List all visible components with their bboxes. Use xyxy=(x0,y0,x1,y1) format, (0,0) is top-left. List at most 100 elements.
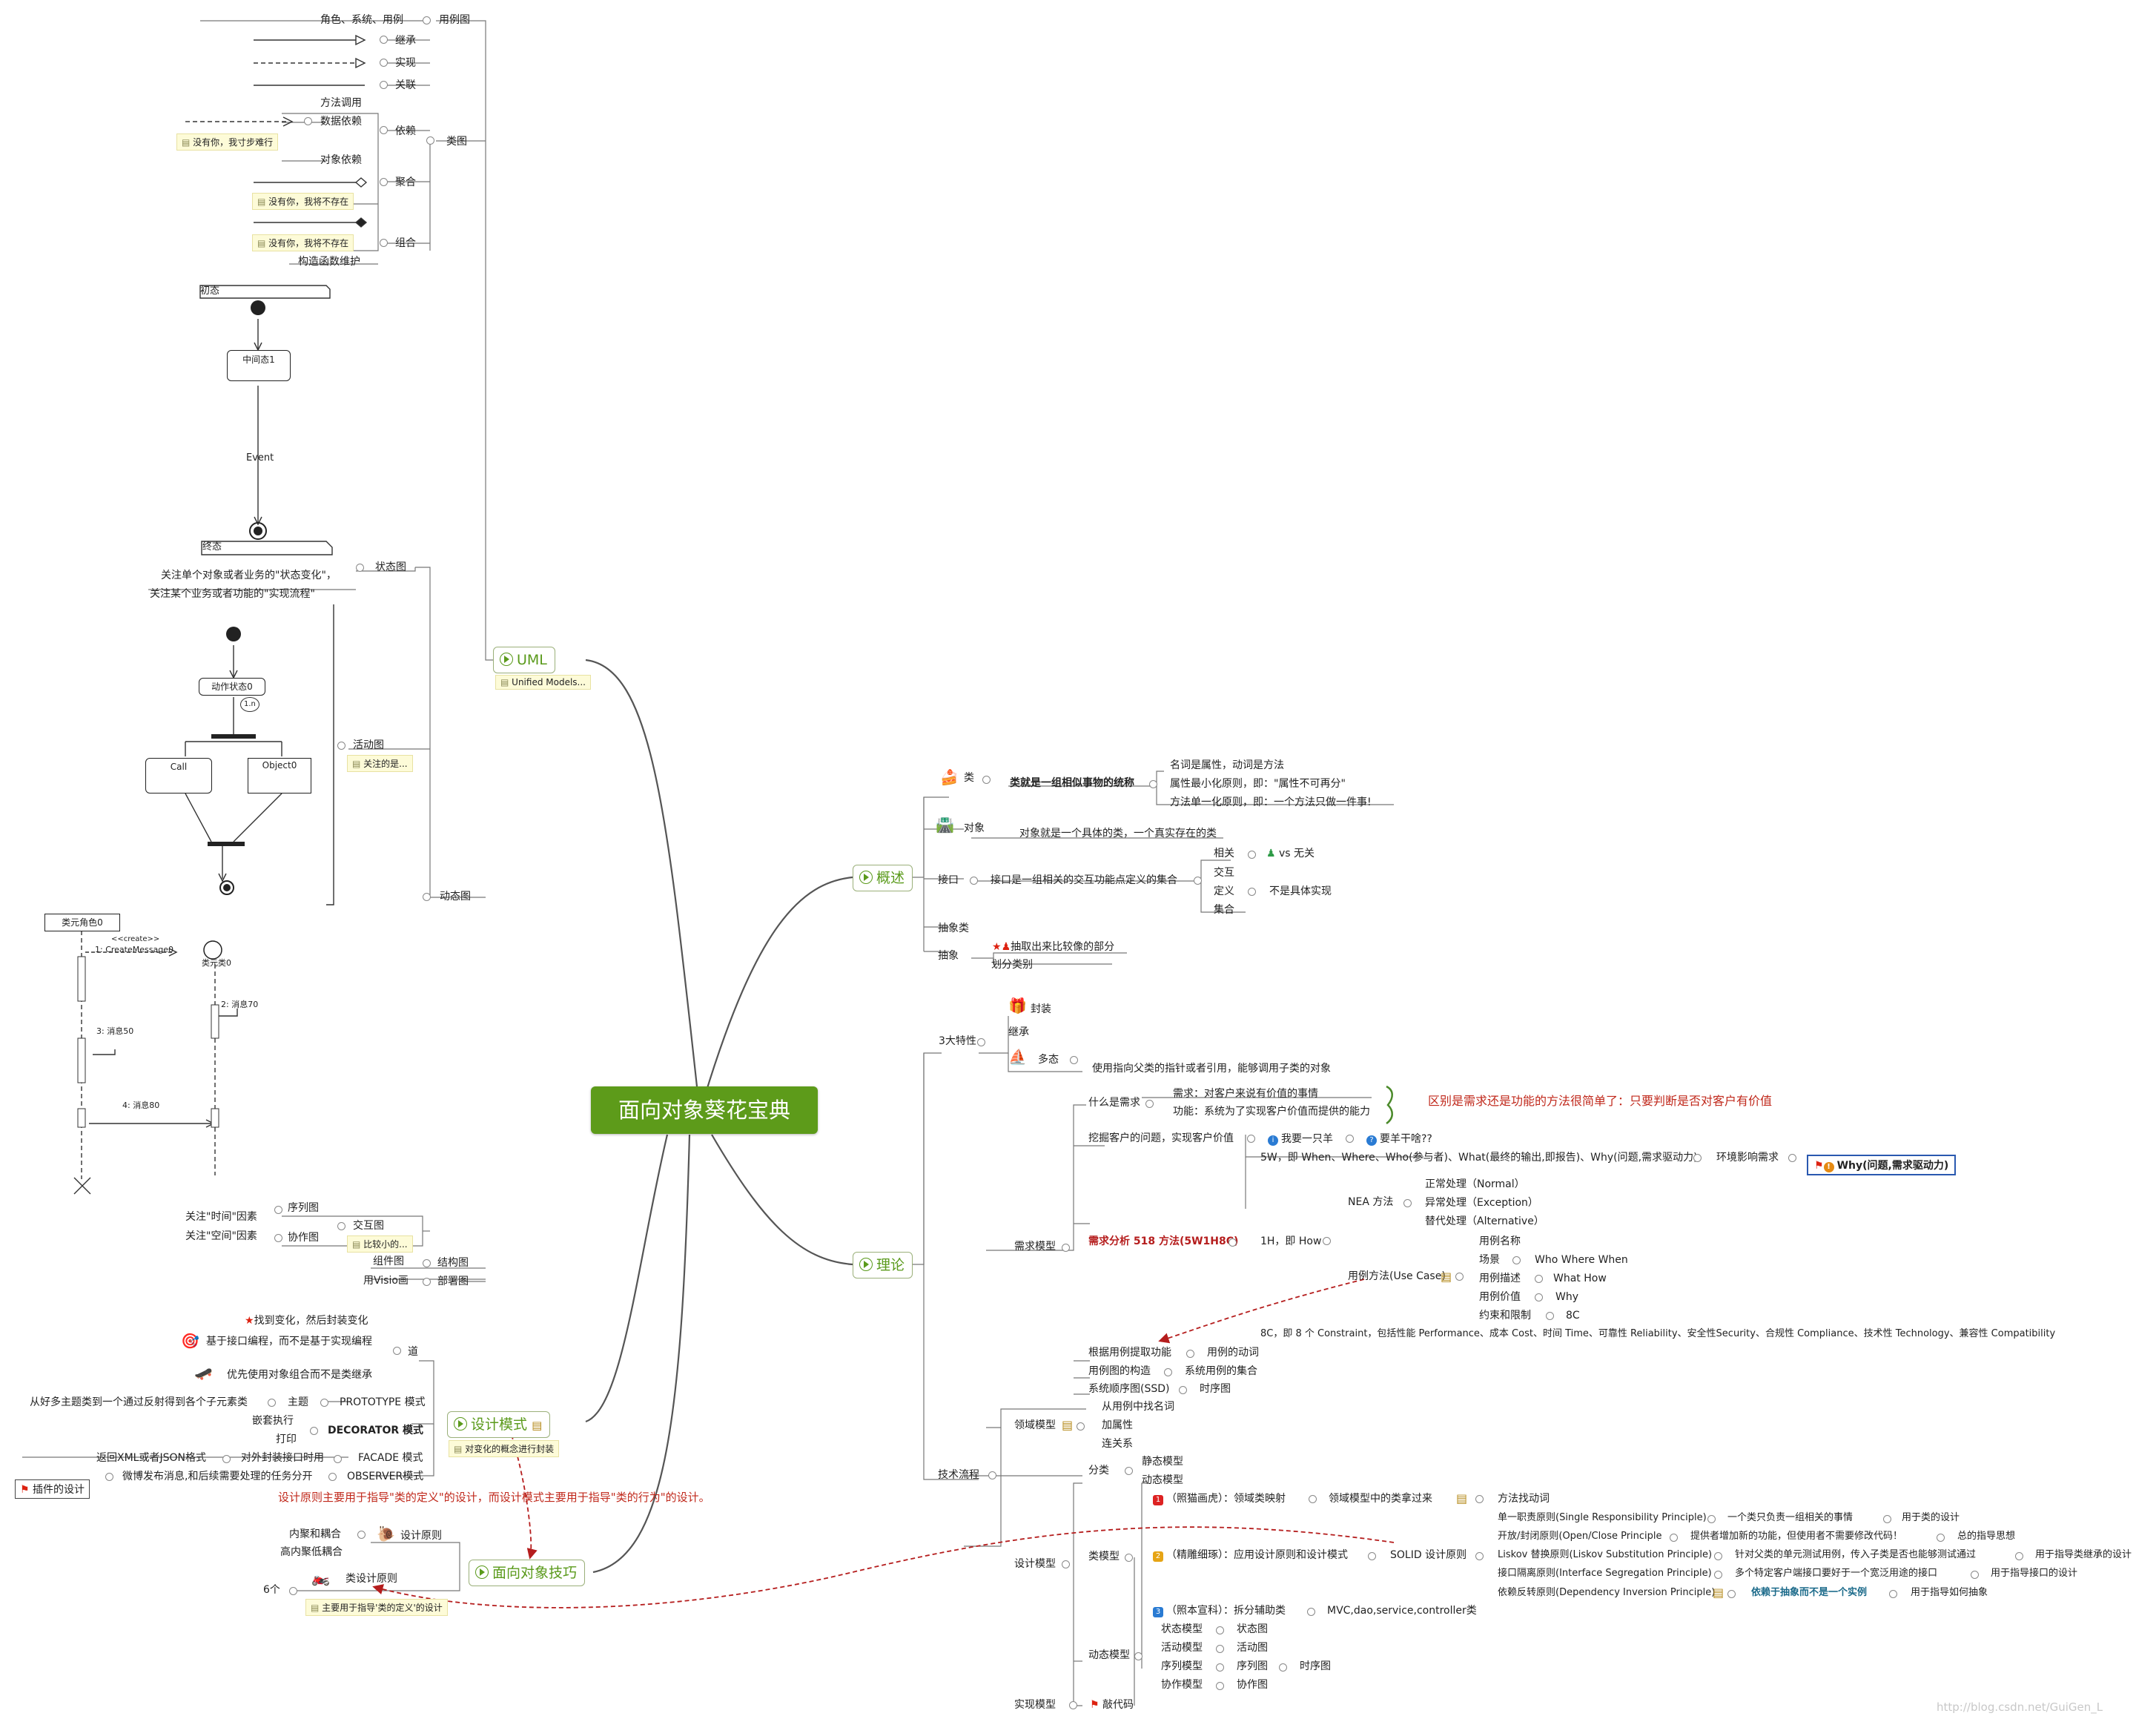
collapse-circle[interactable] xyxy=(1216,1663,1224,1672)
collapse-circle[interactable] xyxy=(268,1399,276,1407)
collapse-circle[interactable] xyxy=(1125,1554,1133,1562)
collapse-circle[interactable] xyxy=(334,1455,342,1463)
collapse-circle[interactable] xyxy=(1125,1467,1133,1475)
collapse-circle[interactable] xyxy=(1145,1100,1154,1108)
collapse-circle[interactable] xyxy=(380,126,388,134)
collapse-circle[interactable] xyxy=(1164,1368,1172,1376)
collapse-circle[interactable] xyxy=(1727,1590,1736,1598)
collapse-circle[interactable] xyxy=(222,1455,231,1463)
collapse-circle[interactable] xyxy=(1229,1238,1237,1247)
collapse-circle[interactable] xyxy=(1707,1515,1716,1523)
collapse-circle[interactable] xyxy=(1062,1560,1070,1568)
collapse-circle[interactable] xyxy=(1077,1422,1085,1431)
collapse-circle[interactable] xyxy=(380,81,388,89)
collapse-circle[interactable] xyxy=(1512,1256,1521,1264)
collapse-circle[interactable] xyxy=(1535,1293,1543,1301)
collapse-circle[interactable] xyxy=(1714,1552,1722,1560)
why-box[interactable]: ⚑!Why(问题,需求驱动力) xyxy=(1807,1155,1957,1175)
note-skill[interactable]: 主要用于指导'类的定义'的设计 xyxy=(305,1599,448,1616)
collapse-circle[interactable] xyxy=(393,1347,401,1355)
collapse-circle[interactable] xyxy=(1475,1495,1484,1503)
collapse-circle[interactable] xyxy=(1062,1244,1070,1252)
note-interaction[interactable]: 比较小的... xyxy=(347,1235,413,1253)
collapse-circle[interactable] xyxy=(1248,888,1256,896)
collapse-circle[interactable] xyxy=(274,1234,282,1242)
collapse-circle[interactable] xyxy=(1323,1237,1331,1245)
branch-theory[interactable]: 理论 xyxy=(853,1252,913,1278)
collapse-circle[interactable] xyxy=(289,1587,297,1595)
branch-overview[interactable]: 概述 xyxy=(853,865,913,891)
note-composition[interactable]: 没有你，我将不存在 xyxy=(252,234,354,251)
collapse-circle[interactable] xyxy=(1455,1273,1464,1281)
collapse-circle[interactable] xyxy=(380,178,388,186)
collapse-circle[interactable] xyxy=(988,1471,996,1479)
collapse-circle[interactable] xyxy=(1309,1495,1317,1503)
collapse-circle[interactable] xyxy=(1216,1626,1224,1634)
seq-role-box[interactable]: 类元角色0 xyxy=(44,914,120,931)
branch-design-pattern[interactable]: 设计模式 ▤ xyxy=(447,1411,551,1438)
note-activity[interactable]: 关注的是... xyxy=(347,755,413,772)
collapse-circle[interactable] xyxy=(1216,1682,1224,1690)
collapse-circle[interactable] xyxy=(320,1399,328,1407)
collapse-circle[interactable] xyxy=(1186,1350,1194,1358)
collapse-circle[interactable] xyxy=(356,564,364,572)
collapse-circle[interactable] xyxy=(1670,1534,1678,1542)
collapse-circle[interactable] xyxy=(423,1278,431,1286)
collapse-circle[interactable] xyxy=(1368,1552,1376,1560)
collapse-circle[interactable] xyxy=(1535,1275,1543,1283)
mid-state-box[interactable]: 中间态1 xyxy=(227,350,291,381)
collapse-circle[interactable] xyxy=(1194,877,1202,885)
branch-uml[interactable]: UML xyxy=(493,647,555,673)
collapse-circle[interactable] xyxy=(970,877,978,885)
collapse-circle[interactable] xyxy=(1546,1312,1554,1320)
collapse-circle[interactable] xyxy=(1179,1386,1187,1394)
note-aggregation[interactable]: 没有你，我将不存在 xyxy=(252,193,354,210)
collapse-circle[interactable] xyxy=(1069,1701,1077,1709)
collapse-circle[interactable] xyxy=(1937,1534,1945,1542)
collapse-circle[interactable] xyxy=(1883,1515,1891,1523)
collapse-circle[interactable] xyxy=(1714,1571,1722,1579)
collapse-circle[interactable] xyxy=(1279,1663,1287,1672)
collapse-circle[interactable] xyxy=(380,239,388,247)
collapse-circle[interactable] xyxy=(423,893,431,901)
collapse-circle[interactable] xyxy=(1788,1154,1796,1162)
collapse-circle[interactable] xyxy=(1693,1154,1702,1162)
collapse-circle[interactable] xyxy=(1248,851,1256,859)
collapse-circle[interactable] xyxy=(105,1473,113,1481)
collapse-circle[interactable] xyxy=(423,1259,431,1267)
object0-box[interactable]: Object0 xyxy=(248,758,311,793)
collapse-circle[interactable] xyxy=(357,1531,366,1539)
collapse-circle[interactable] xyxy=(1307,1608,1315,1616)
collapse-circle[interactable] xyxy=(1149,780,1157,788)
collapse-circle[interactable] xyxy=(380,59,388,67)
branch-oo-skill[interactable]: 面向对象技巧 xyxy=(469,1560,586,1586)
collapse-circle[interactable] xyxy=(1346,1135,1354,1143)
plugin-design[interactable]: ⚑ 插件的设计 xyxy=(15,1479,90,1499)
collapse-circle[interactable] xyxy=(1134,1652,1143,1660)
collapse-circle[interactable] xyxy=(337,742,345,750)
collapse-circle[interactable] xyxy=(310,1427,318,1435)
collapse-circle[interactable] xyxy=(977,1038,985,1046)
root-topic[interactable]: 面向对象葵花宝典 xyxy=(591,1086,818,1134)
collapse-circle[interactable] xyxy=(1971,1571,1979,1579)
collapse-circle[interactable] xyxy=(1216,1645,1224,1653)
call-box[interactable]: Call xyxy=(145,758,212,793)
collapse-circle[interactable] xyxy=(380,36,388,44)
collapse-circle[interactable] xyxy=(1889,1590,1897,1598)
collapse-circle[interactable] xyxy=(2015,1552,2023,1560)
collapse-circle[interactable] xyxy=(423,16,431,24)
collapse-circle[interactable] xyxy=(274,1206,282,1214)
collapse-circle[interactable] xyxy=(1247,1135,1255,1143)
note-uml[interactable]: Unified Models... xyxy=(495,675,591,690)
collapse-circle[interactable] xyxy=(304,117,312,125)
collapse-circle[interactable] xyxy=(1475,1552,1484,1560)
collapse-circle[interactable] xyxy=(1070,1056,1078,1064)
collapse-circle[interactable] xyxy=(426,136,434,145)
collapse-circle[interactable] xyxy=(337,1222,345,1230)
collapse-circle[interactable] xyxy=(328,1473,337,1481)
note-no-you[interactable]: 没有你，我寸步难行 xyxy=(176,133,279,151)
action-state-box[interactable]: 动作状态0 xyxy=(199,678,265,696)
collapse-circle[interactable] xyxy=(982,776,991,784)
note-pattern[interactable]: 对变化的概念进行封装 xyxy=(449,1440,560,1457)
collapse-circle[interactable] xyxy=(1403,1199,1412,1207)
